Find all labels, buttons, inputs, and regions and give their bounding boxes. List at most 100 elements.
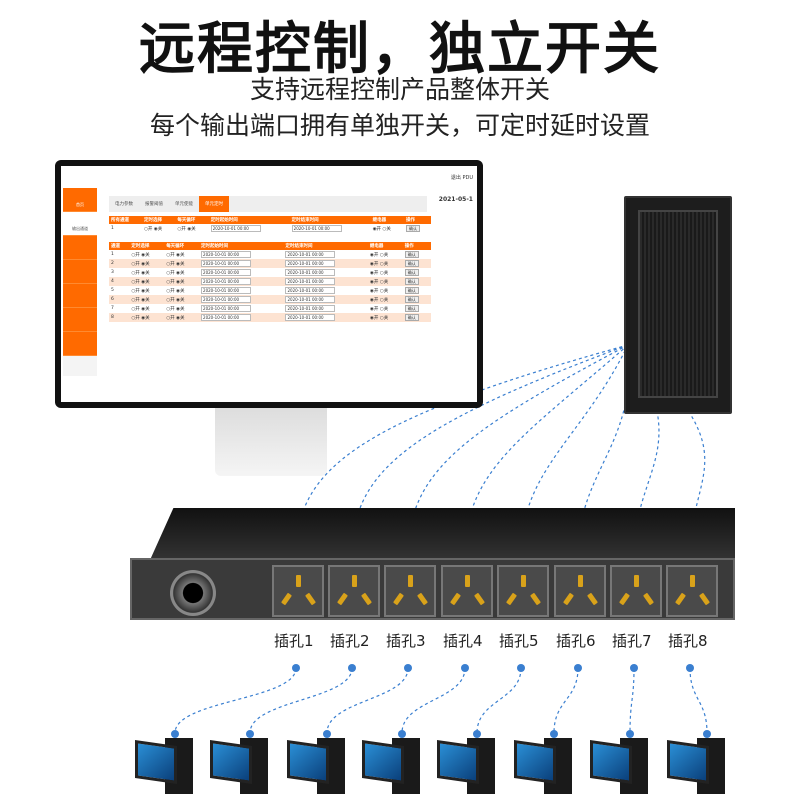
sidebar-item[interactable]: 首页 [63, 188, 97, 212]
confirm-button[interactable]: 确认 [404, 286, 419, 294]
confirm-button[interactable]: 确认 [404, 277, 419, 285]
time-input[interactable]: 2020-10-01 00:00 [201, 278, 252, 285]
tab[interactable]: 单元使能 [175, 202, 193, 207]
radio-group[interactable]: ○开 ◉关 [166, 252, 185, 258]
time-input[interactable]: 2020-10-01 00:00 [201, 287, 252, 294]
time-input[interactable]: 2020-10-01 00:00 [285, 278, 336, 285]
subtitle-2: 每个输出端口拥有单独开关，可定时延时设置 [149, 111, 650, 140]
power-socket [666, 565, 718, 617]
tab-bar: 电力参数 报警阈值 单元使能 单元定时 [109, 196, 427, 212]
radio-group[interactable]: ◉开 ○关 [369, 279, 389, 285]
power-socket [328, 565, 380, 617]
time-input[interactable]: 2020-10-01 00:00 [201, 305, 252, 312]
time-input[interactable]: 2020-10-01 00:00 [285, 251, 336, 258]
radio-group[interactable]: ◉开 ○关 [369, 306, 389, 312]
radio-group[interactable]: ○开 ◉关 [131, 288, 150, 294]
time-input[interactable]: 2020-10-01 00:00 [285, 269, 336, 276]
confirm-button[interactable]: 确认 [404, 268, 419, 276]
radio-group[interactable]: ○开 ◉关 [166, 270, 185, 276]
socket-label: 插孔2 [330, 632, 370, 650]
time-input[interactable]: 2020-10-01 00:00 [285, 305, 336, 312]
confirm-button[interactable]: 确认 [404, 313, 419, 321]
sidebar-item[interactable] [63, 308, 97, 332]
table-row: 1 ○开 ◉关 ○开 ◉关 2020-10-01 00:00 2020-10-01 00… [109, 224, 431, 233]
socket-label: 插孔8 [668, 632, 708, 650]
channel-number: 3 [111, 270, 114, 275]
socket-label: 插孔1 [274, 632, 314, 650]
radio-group[interactable]: ◉开 ○关 [369, 297, 389, 303]
time-input[interactable]: 2020-10-01 00:00 [201, 314, 252, 321]
radio-group[interactable]: ◉开 ○关 [372, 226, 391, 232]
sidebar-item[interactable] [63, 332, 97, 356]
table-row: 3 ○开 ◉关 ○开 ◉关 2020-10-01 00:00 2020-10-01 00… [109, 268, 431, 277]
radio-group[interactable]: ○开 ◉关 [131, 270, 150, 276]
channel-number: 1 [111, 226, 114, 231]
radio-group[interactable]: ○开 ◉关 [166, 315, 185, 321]
time-input[interactable]: 2020-10-01 00:00 [291, 225, 342, 232]
channel-number: 8 [111, 315, 114, 320]
tab[interactable]: 报警阈值 [145, 202, 163, 207]
column-header: 所有通道 [109, 216, 142, 224]
radio-group[interactable]: ◉开 ○关 [369, 288, 389, 294]
column-header: 继电器 [367, 242, 403, 250]
radio-group[interactable]: ○开 ◉关 [131, 315, 150, 321]
radio-group[interactable]: ◉开 ○关 [369, 315, 389, 321]
monitor: 退出 PDU 2021-05-1 首页输出通道 电力参数报警阈值单元使能单元定时… [55, 160, 483, 408]
radio-group[interactable]: ○开 ◉关 [166, 279, 185, 285]
tab[interactable]: 单元定时 [199, 196, 229, 212]
time-input[interactable]: 2020-10-01 00:00 [285, 260, 336, 267]
sidebar-item[interactable] [63, 284, 97, 308]
confirm-button[interactable]: 确认 [405, 224, 420, 232]
time-input[interactable]: 2020-10-01 00:00 [210, 225, 261, 232]
time-input[interactable]: 2020-10-01 00:00 [201, 269, 252, 276]
radio-group[interactable]: ○开 ◉关 [143, 226, 163, 232]
time-input[interactable]: 2020-10-01 00:00 [285, 287, 336, 294]
radio-group[interactable]: ○开 ◉关 [166, 297, 185, 303]
confirm-button[interactable]: 确认 [404, 304, 419, 312]
radio-group[interactable]: ○开 ◉关 [131, 261, 150, 267]
radio-group[interactable]: ◉开 ○关 [369, 270, 389, 276]
sidebar-item[interactable] [63, 260, 97, 284]
confirm-button[interactable]: 确认 [404, 295, 419, 303]
radio-group[interactable]: ○开 ◉关 [177, 226, 196, 232]
column-header: 操作 [403, 216, 431, 224]
radio-group[interactable]: ○开 ◉关 [131, 279, 150, 285]
radio-group[interactable]: ○开 ◉关 [131, 297, 150, 303]
confirm-button[interactable]: 确认 [404, 250, 419, 258]
column-header: 定时起始时间 [208, 216, 290, 224]
computer-icon [667, 738, 727, 794]
confirm-button[interactable]: 确认 [404, 259, 419, 267]
column-header: 操作 [402, 242, 431, 250]
headline: 远程控制，独立开关 [139, 17, 661, 82]
radio-group[interactable]: ○开 ◉关 [131, 252, 150, 258]
tab[interactable]: 电力参数 [115, 202, 133, 207]
column-header: 定时结束时间 [283, 242, 368, 250]
power-socket [554, 565, 606, 617]
channel-number: 1 [111, 252, 114, 257]
time-input[interactable]: 2020-10-01 00:00 [285, 296, 336, 303]
radio-group[interactable]: ○开 ◉关 [166, 306, 185, 312]
power-socket [441, 565, 493, 617]
radio-group[interactable]: ◉开 ○关 [369, 261, 389, 267]
time-input[interactable]: 2020-10-01 00:00 [201, 296, 252, 303]
channel-number: 6 [111, 297, 114, 302]
radio-group[interactable]: ○开 ◉关 [131, 306, 150, 312]
radio-group[interactable]: ○开 ◉关 [166, 288, 185, 294]
time-input[interactable]: 2020-10-01 00:00 [201, 251, 252, 258]
radio-group[interactable]: ○开 ◉关 [166, 261, 185, 267]
radio-group[interactable]: ◉开 ○关 [369, 252, 389, 258]
column-header: 通道 [109, 242, 130, 250]
computer-icon [590, 738, 650, 794]
logout-link[interactable]: 退出 PDU [450, 175, 473, 181]
sidebar-item[interactable]: 输出通道 [63, 212, 97, 236]
time-input[interactable]: 2020-10-01 00:00 [201, 260, 252, 267]
sidebar-item[interactable] [63, 236, 97, 260]
time-input[interactable]: 2020-10-01 00:00 [285, 314, 336, 321]
table-row: 8 ○开 ◉关 ○开 ◉关 2020-10-01 00:00 2020-10-01 00… [109, 313, 431, 322]
computer-icon [514, 738, 574, 794]
